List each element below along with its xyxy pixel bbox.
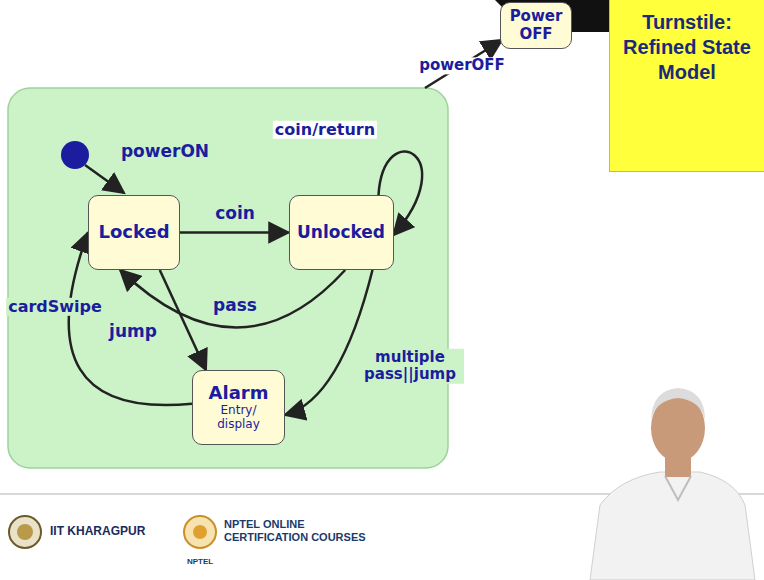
nptel-logo [184,516,216,548]
transition-label: jump [107,322,159,342]
transition-arrow [160,270,206,370]
state-box: Locked [88,195,180,270]
transition-arrow [120,270,345,328]
state-name: Alarm [209,383,269,404]
institute-name: IIT KHARAGPUR [48,525,147,539]
slide-title: Turnstile: Refined State Model [614,10,760,85]
initial-state-dot [61,141,89,169]
state-box: AlarmEntry/ display [192,370,285,445]
state-box: Power OFF [500,2,572,49]
event-label: powerOFF [417,57,507,74]
transition-label: multiple pass||jump [356,349,464,384]
state-name: Power OFF [508,8,564,43]
initial-arrow [85,165,124,193]
transition-arrow [180,231,289,234]
transition-label: pass [211,296,259,316]
course-banner: NPTEL ONLINE CERTIFICATION COURSES [222,518,376,543]
transition-label: coin/return [273,121,377,139]
state-name: Unlocked [297,223,385,243]
composite-state-region [8,88,448,468]
iit-logo [9,516,41,548]
transition-label: coin [213,204,257,224]
presenter-figure [590,388,755,580]
state-name: Locked [98,222,169,243]
transition-arrow [285,270,373,415]
event-label: powerON [119,142,211,162]
transition-label: cardSwipe [6,298,104,316]
state-activity: Entry/ display [204,404,274,432]
title-box: Turnstile: Refined State Model [609,0,764,172]
state-box: Unlocked [289,195,394,270]
logo-caption: NPTEL [185,557,215,566]
